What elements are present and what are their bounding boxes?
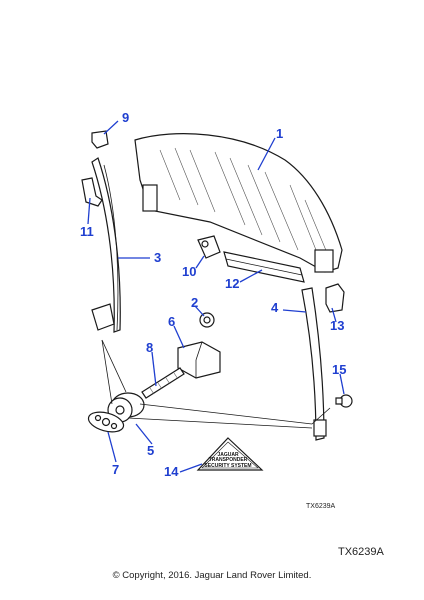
badge-brand: JAGUAR <box>217 452 239 458</box>
part-regulator-clip <box>197 235 221 259</box>
callout-5: 5 <box>147 443 154 458</box>
part-block <box>177 341 221 379</box>
callout-15: 15 <box>332 362 346 377</box>
part-upper-clip <box>91 130 109 149</box>
part-front-channel <box>301 287 327 441</box>
part-screw <box>335 394 353 408</box>
callout-6: 6 <box>168 314 175 329</box>
part-door-glass <box>134 133 343 273</box>
callout-4: 4 <box>271 300 279 315</box>
callout-8: 8 <box>146 340 153 355</box>
callout-labels: 1 2 3 4 5 6 7 8 9 10 11 12 13 14 15 <box>80 110 346 479</box>
security-badge: JAGUAR TRANSPONDER SECURITY SYSTEM <box>196 437 264 471</box>
part-washer <box>87 411 125 433</box>
copyright-notice: © Copyright, 2016. Jaguar Land Rover Lim… <box>113 570 312 581</box>
callout-2: 2 <box>191 295 198 310</box>
callout-9: 9 <box>122 110 129 125</box>
callout-10: 10 <box>182 264 196 279</box>
callout-3: 3 <box>154 250 161 265</box>
part-rear-channel <box>91 157 121 333</box>
part-plastic-guide <box>325 283 345 313</box>
callout-leaders <box>87 120 345 473</box>
callout-12: 12 <box>225 276 239 291</box>
part-threaded-stud <box>141 367 185 399</box>
figure-ref-large: TX6239A <box>338 546 385 558</box>
callout-7: 7 <box>112 462 119 477</box>
callout-13: 13 <box>330 318 344 333</box>
part-nut <box>199 312 215 328</box>
badge-line2: TRANSPONDER <box>209 457 248 463</box>
part-channel-mount <box>91 303 115 331</box>
callout-14: 14 <box>164 464 179 479</box>
assembly-guide-lines <box>101 339 331 429</box>
figure-ref-small: TX6239A <box>306 503 336 510</box>
callout-1: 1 <box>276 126 283 141</box>
part-seal-strip <box>223 251 305 283</box>
callout-11: 11 <box>80 224 94 239</box>
badge-line3: SECURITY SYSTEM <box>204 463 251 469</box>
